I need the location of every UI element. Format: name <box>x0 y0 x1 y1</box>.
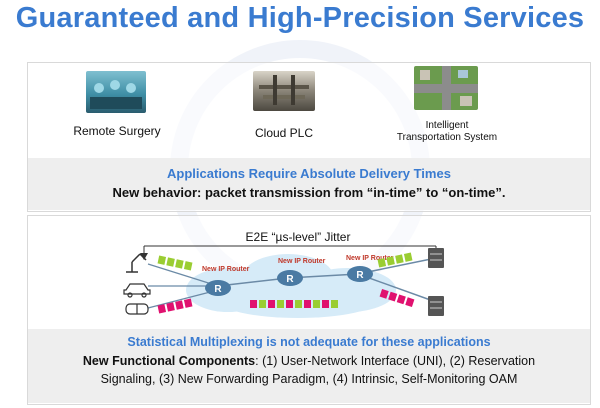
applications-heading: Applications Require Absolute Delivery T… <box>167 166 451 181</box>
app-label-transportation: Intelligent Transportation System <box>396 120 498 143</box>
applications-subtext: New behavior: packet transmission from “… <box>112 185 506 200</box>
svg-text:R: R <box>214 284 222 295</box>
network-heading: Statistical Multiplexing is not adequate… <box>127 335 491 349</box>
packet-flow-mixed <box>250 300 338 308</box>
components-bold-label: New Functional Components <box>82 354 256 368</box>
applications-panel: Remote Surgery Cloud PLC Intelligent Tra… <box>27 62 591 212</box>
router-icon: R <box>205 280 231 296</box>
router-icon: R <box>347 266 373 282</box>
app-label-cloud-plc: Cloud PLC <box>254 126 314 140</box>
applications-band <box>28 158 590 210</box>
app-label-remote-surgery: Remote Surgery <box>73 124 161 138</box>
router-label: New IP Router <box>346 255 394 262</box>
traffic-photo <box>414 66 478 110</box>
jitter-label: E2E “µs-level” Jitter <box>245 230 351 244</box>
network-band <box>28 329 590 403</box>
server-icon <box>428 296 444 316</box>
svg-text:R: R <box>286 274 294 285</box>
components-text-1: : (1) User-Network Interface (UNI), (2) … <box>255 354 536 368</box>
components-line-2: Signaling, (3) New Forwarding Paradigm, … <box>100 372 518 386</box>
router-icon: R <box>277 270 303 286</box>
router-label: New IP Router <box>202 266 250 273</box>
svg-text:R: R <box>356 270 364 281</box>
components-line-1: New Functional Components: (1) User-Netw… <box>28 354 590 368</box>
page-title: Guaranteed and High-Precision Services <box>15 2 585 34</box>
robot-arm-icon <box>126 253 147 273</box>
car-icon <box>123 283 151 298</box>
vr-headset-icon <box>125 303 149 315</box>
surgery-photo <box>86 71 146 113</box>
cloud-plc-photo <box>253 71 315 111</box>
network-panel: R R R <box>27 215 591 405</box>
router-label: New IP Router <box>278 258 326 265</box>
server-icon <box>428 248 444 268</box>
